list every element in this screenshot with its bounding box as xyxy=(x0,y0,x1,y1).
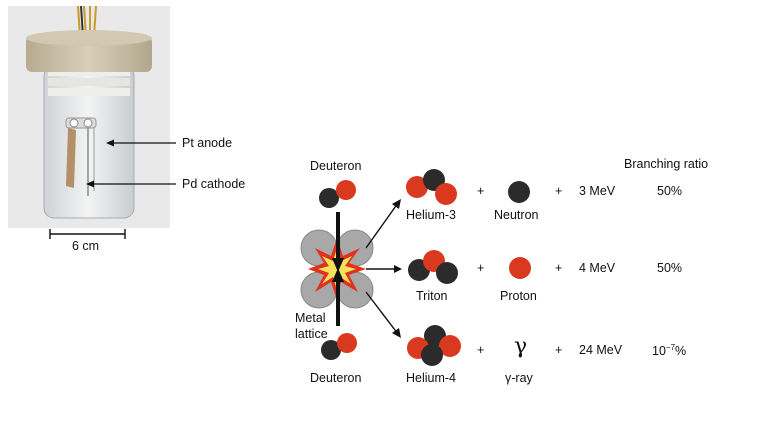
pt-anode-label: Pt anode xyxy=(182,136,233,150)
plus-sign: + xyxy=(555,184,563,198)
energy-row-3: 24 MeV xyxy=(579,343,623,357)
energy-row-2: 4 MeV xyxy=(579,261,616,275)
metal-lattice-label-line2: lattice xyxy=(295,327,328,341)
plus-sign: + xyxy=(477,184,485,198)
branch-arrowhead-2 xyxy=(394,265,402,273)
cell-drawing xyxy=(26,6,152,219)
ratio-row-3-base: 10 xyxy=(652,344,666,359)
anode-arrowhead xyxy=(106,139,114,147)
deuteron-bottom xyxy=(321,333,357,360)
product-triton: Triton xyxy=(416,289,448,303)
particle-neutron: Neutron xyxy=(494,208,539,222)
pd-cathode-label: Pd cathode xyxy=(182,177,246,191)
cathode-arrowhead xyxy=(86,180,94,188)
branch-arrowhead-3 xyxy=(392,328,401,338)
helium-4-nucleus xyxy=(407,325,461,366)
plus-sign: + xyxy=(477,261,485,275)
branch-arrow-3 xyxy=(365,291,399,335)
energy-row-1: 3 MeV xyxy=(579,184,616,198)
deuteron-top-arrowhead xyxy=(332,258,344,272)
ratio-row-2: 50% xyxy=(657,261,683,275)
triton-nucleus xyxy=(408,250,458,284)
plus-sign: + xyxy=(477,343,485,357)
product-helium-4: Helium-4 xyxy=(406,371,457,385)
particle-proton: Proton xyxy=(500,289,537,303)
deuteron-top-label: Deuteron xyxy=(310,159,362,173)
ratio-row-1: 50% xyxy=(657,184,683,198)
neutron-particle xyxy=(508,181,530,203)
particle-gamma-ray: γ-ray xyxy=(505,371,533,385)
product-helium-3: Helium-3 xyxy=(406,208,457,222)
deuteron-top xyxy=(319,180,356,208)
branch-arrow-1 xyxy=(365,202,399,249)
plus-sign: + xyxy=(555,343,563,357)
metal-lattice-label-line1: Metal xyxy=(295,311,326,325)
branching-ratio-header: Branching ratio xyxy=(624,157,709,171)
gamma-symbol: γ xyxy=(514,334,528,359)
deuteron-bottom-arrowhead xyxy=(332,268,344,282)
ratio-row-3-exponent: −7 xyxy=(665,343,676,352)
plus-sign: + xyxy=(555,261,563,275)
scale-label: 6 cm xyxy=(72,239,100,253)
ratio-row-3: 10−7% xyxy=(652,343,686,358)
branch-arrowhead-1 xyxy=(392,199,401,209)
proton-particle xyxy=(509,257,531,279)
cell-photo xyxy=(8,6,170,228)
helium-3-nucleus xyxy=(406,169,457,205)
deuteron-bottom-label: Deuteron xyxy=(310,371,362,385)
ratio-row-3-unit: % xyxy=(675,344,687,359)
